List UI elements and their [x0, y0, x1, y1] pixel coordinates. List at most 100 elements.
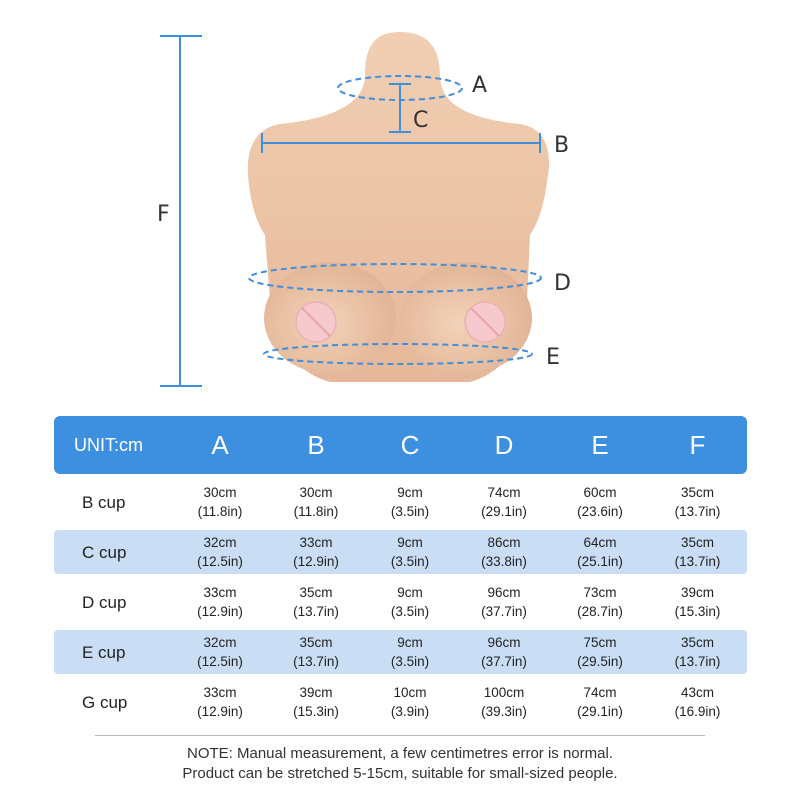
value-cm: 74cm: [583, 685, 617, 700]
measurement-cell: 9cm (3.5in): [364, 480, 456, 524]
height-line: [160, 35, 202, 387]
measurement-cell: 35cm (13.7in): [648, 480, 747, 524]
value-inches: (3.5in): [390, 554, 430, 569]
measurement-cell: 32cm (12.5in): [172, 530, 268, 574]
value-cm: 32cm: [203, 535, 237, 550]
cup-size-label: E cup: [54, 630, 172, 674]
cup-size-label: B cup: [82, 492, 126, 512]
value-cm: 33cm: [203, 585, 237, 600]
measurement-cell: 75cm (29.5in): [552, 630, 648, 674]
value-cm: 75cm: [583, 635, 617, 650]
column-header-b: B: [268, 416, 364, 474]
measurement-cell: 9cm(3.5in): [364, 630, 456, 674]
value-inches: (12.5in): [197, 554, 243, 569]
value-inches: (28.7in): [577, 604, 623, 619]
bust-circumference-line: [248, 263, 542, 293]
value-cm: 33cm: [299, 535, 333, 550]
note-line-1: NOTE: Manual measurement, a few centimet…: [187, 745, 613, 762]
value-cm: 9cm: [397, 585, 423, 600]
measurement-diagram: A C B D E F: [157, 32, 571, 387]
value-cm: 10cm: [393, 685, 427, 700]
measurement-cell: 73cm (28.7in): [552, 580, 648, 624]
value-cm: 64cm: [583, 535, 617, 550]
measurement-cell: 96cm(37.7in): [456, 630, 552, 674]
value-inches: (37.7in): [481, 654, 527, 669]
value-inches: (23.6in): [577, 504, 623, 519]
column-header-a: A: [172, 416, 268, 474]
value-cm: 30cm: [203, 485, 237, 500]
measurement-cell: 74cm (29.1in): [552, 680, 648, 724]
shoulder-width-line: [261, 133, 541, 153]
column-header-e: E: [552, 416, 648, 474]
label-c: C: [413, 108, 428, 133]
value-inches: (12.9in): [197, 704, 243, 719]
label-e: E: [546, 345, 560, 370]
value-cm: 35cm: [680, 485, 714, 500]
value-cm: 43cm: [680, 685, 714, 700]
note-text: NOTE: Manual measurement, a few centimet…: [0, 744, 800, 784]
measurement-cell: 33cm(12.9in): [172, 680, 268, 724]
value-cm: 30cm: [299, 485, 333, 500]
measurement-cell: 10cm(3.9in): [364, 680, 456, 724]
table-row: D cup 33cm(12.9in) 35cm (13.7in) 9cm (3.5in) 9…: [54, 580, 747, 624]
measurement-cell: 100cm(39.3in): [456, 680, 552, 724]
neck-height-line: [389, 83, 411, 133]
value-inches: (13.7in): [293, 604, 339, 619]
value-inches: (29.5in): [577, 654, 623, 669]
value-cm: 86cm: [487, 535, 521, 550]
value-inches: (37.7in): [481, 604, 527, 619]
value-cm: 100cm: [483, 685, 525, 700]
measurement-cell: 32cm(12.5in): [172, 630, 268, 674]
value-inches: (33.8in): [481, 554, 527, 569]
value-cm: 9cm: [397, 635, 423, 650]
value-inches: (25.1in): [577, 554, 623, 569]
value-inches: (11.8in): [293, 504, 339, 519]
underbust-circumference-line: [263, 343, 533, 365]
label-b: B: [554, 133, 569, 158]
measurement-cell: 30cm (11.8in): [268, 480, 364, 524]
censor-mark-left: [295, 301, 337, 343]
value-cm: 73cm: [583, 585, 617, 600]
unit-label: UNIT:cm: [54, 416, 172, 474]
measurement-cell: 39cm(15.3in): [268, 680, 364, 724]
note-divider: [95, 735, 705, 736]
value-cm: 39cm: [680, 585, 714, 600]
measurement-cell: 39cm (15.3in): [648, 580, 747, 624]
measurement-cell: 43cm (16.9in): [648, 680, 747, 724]
value-inches: (3.5in): [390, 604, 430, 619]
label-f: F: [157, 202, 170, 227]
value-inches: (16.9in): [674, 704, 721, 719]
table-row: B cup 30cm (11.8in) 30cm (11.8in) 9cm (3.5in) 7…: [54, 480, 747, 524]
measurement-cell: 64cm (25.1in): [552, 530, 648, 574]
value-inches: (15.3in): [674, 604, 721, 619]
measurement-cell: 60cm(23.6in): [552, 480, 648, 524]
value-cm: 9cm: [397, 485, 423, 500]
value-cm: 32cm: [203, 635, 237, 650]
measurement-cell: 35cm (13.7in): [268, 580, 364, 624]
value-inches: (13.7in): [674, 654, 721, 669]
value-inches: (11.8in): [197, 504, 243, 519]
value-inches: (13.7in): [674, 504, 721, 519]
measurement-cell: 35cm (13.7in): [648, 530, 747, 574]
value-cm: 35cm: [680, 535, 714, 550]
column-header-f: F: [648, 416, 747, 474]
value-inches: (29.1in): [577, 704, 623, 719]
value-cm: 9cm: [397, 535, 423, 550]
value-inches: (29.1in): [481, 504, 527, 519]
value-inches: (13.7in): [674, 554, 721, 569]
value-cm: 35cm: [299, 585, 333, 600]
value-cm: 39cm: [299, 685, 333, 700]
measurement-cell: 35cm(13.7in): [268, 630, 364, 674]
cup-size-label: D cup: [82, 592, 127, 612]
cup-size-label: G cup: [82, 692, 128, 712]
value-cm: 74cm: [487, 485, 521, 500]
value-cm: 96cm: [487, 585, 521, 600]
value-inches: (3.5in): [390, 504, 430, 519]
measurement-cell: 30cm (11.8in): [172, 480, 268, 524]
censor-mark-right: [464, 301, 506, 343]
measurement-cell: 33cm(12.9in): [172, 580, 268, 624]
measurement-cell: 33cm(12.9in): [268, 530, 364, 574]
